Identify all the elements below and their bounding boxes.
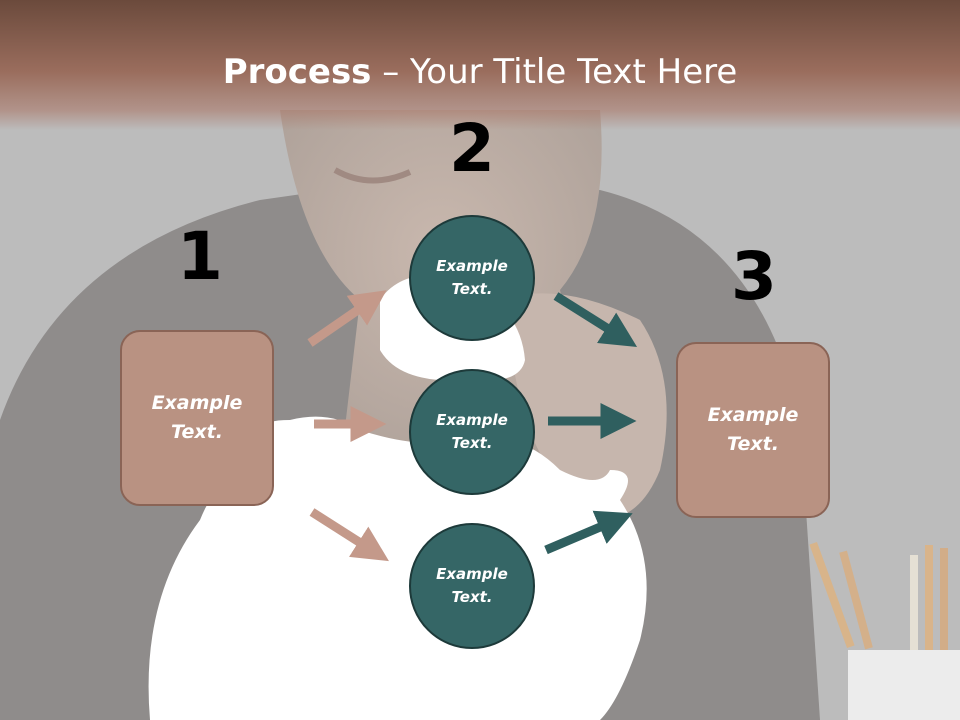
circle-1-text: Example Text.	[436, 257, 508, 298]
arrow-circle-3-to-3	[544, 510, 633, 555]
title-rest: – Your Title Text Here	[371, 52, 738, 92]
step-number-1: 1	[177, 218, 223, 295]
circle-2: Example Text.	[409, 369, 535, 495]
step-number-2: 2	[449, 110, 495, 187]
step-1-box: Example Text.	[120, 330, 274, 506]
page-title: Process – Your Title Text Here	[0, 52, 960, 92]
step-3-box: Example Text.	[676, 342, 830, 518]
step-1-text: Example Text.	[151, 392, 243, 443]
arrow-circle-1-to-3	[553, 292, 638, 347]
arrow-1-to-circle-1	[307, 290, 387, 347]
circle-2-text: Example Text.	[436, 411, 508, 452]
arrow-1-to-circle-3	[309, 508, 389, 562]
title-bold: Process	[222, 52, 372, 92]
circle-3-text: Example Text.	[436, 565, 508, 606]
circle-3: Example Text.	[409, 523, 535, 649]
circle-1: Example Text.	[409, 215, 535, 341]
step-number-3: 3	[731, 238, 777, 315]
title-band	[0, 0, 960, 130]
step-3-text: Example Text.	[707, 404, 799, 455]
